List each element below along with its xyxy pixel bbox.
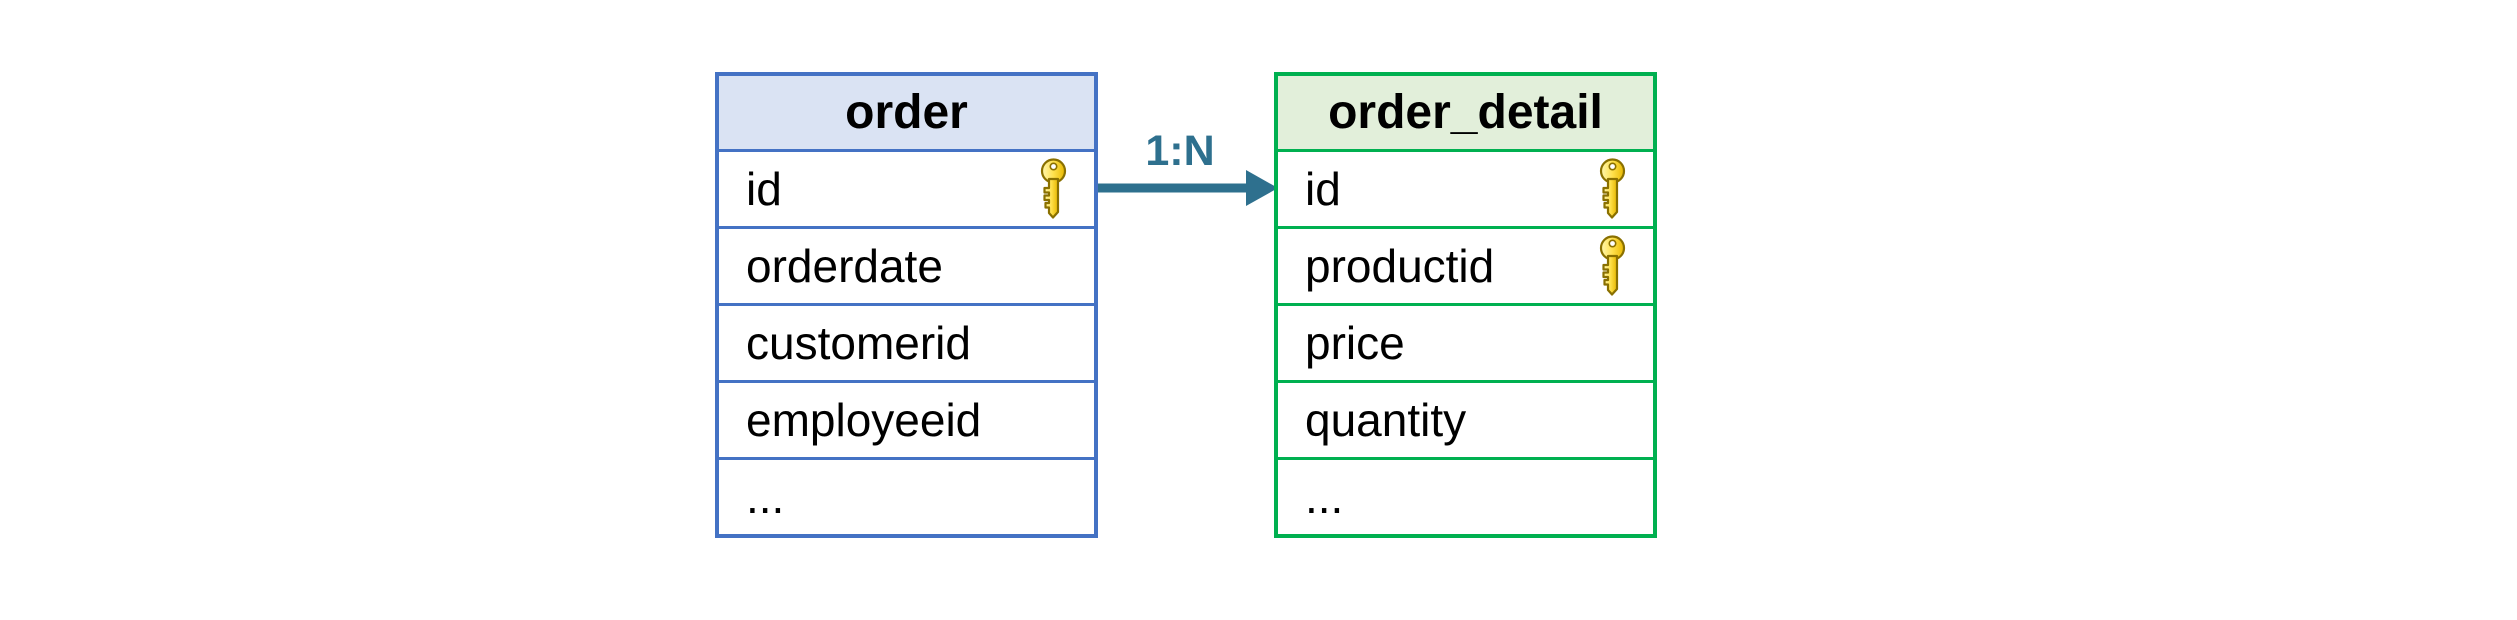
order-field-employeeid: employeeid: [719, 383, 1094, 460]
detail-field-ellipsis: ...: [1278, 460, 1653, 534]
detail-field-quantity: quantity: [1278, 383, 1653, 460]
field-name: customerid: [746, 317, 971, 369]
order-field-id: id: [719, 152, 1094, 229]
table-order-detail-title: order_detail: [1328, 86, 1603, 139]
detail-field-id: id: [1278, 152, 1653, 229]
table-order-header: order: [719, 76, 1094, 152]
field-name: quantity: [1305, 394, 1467, 446]
field-name: ...: [746, 471, 785, 523]
table-order-detail-header: order_detail: [1278, 76, 1653, 152]
field-name: id: [1305, 163, 1341, 215]
field-name: employeeid: [746, 394, 982, 446]
relationship-arrow: [1098, 170, 1278, 206]
order-field-ellipsis: ...: [719, 460, 1094, 534]
table-order: order id orderdate customerid: [715, 72, 1098, 538]
field-name: orderdate: [746, 240, 943, 292]
field-name: id: [746, 163, 782, 215]
order-field-customerid: customerid: [719, 306, 1094, 383]
table-order-title: order: [845, 86, 968, 139]
order-field-orderdate: orderdate: [719, 229, 1094, 306]
field-name: price: [1305, 317, 1405, 369]
detail-field-price: price: [1278, 306, 1653, 383]
primary-key-icon: [1040, 158, 1067, 219]
relationship-label: 1:N: [1145, 127, 1215, 175]
detail-field-productid: productid: [1278, 229, 1653, 306]
field-name: ...: [1305, 471, 1344, 523]
primary-key-icon: [1599, 158, 1626, 219]
table-order-detail: order_detail id productid price quantity: [1274, 72, 1657, 538]
field-name: productid: [1305, 240, 1495, 292]
primary-key-icon: [1599, 235, 1626, 296]
